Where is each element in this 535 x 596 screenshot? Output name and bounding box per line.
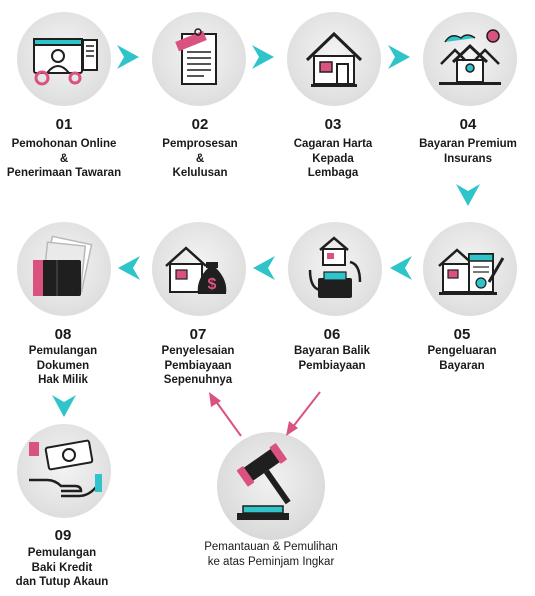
- step-06-circle: [288, 222, 382, 316]
- svg-text:$: $: [208, 276, 217, 293]
- arrow-05-06: [390, 256, 412, 280]
- house-icon: [305, 31, 363, 87]
- step-05-number: 05: [453, 326, 471, 343]
- step-06-number: 06: [323, 326, 341, 343]
- step-07-circle: $: [152, 222, 246, 316]
- step-03-label: Cagaran Harta Kepada Lembaga: [293, 138, 373, 179]
- arrow-center-to-07: [209, 392, 242, 437]
- step-02-number: 02: [191, 116, 209, 133]
- step-05-circle: [423, 222, 517, 316]
- step-09-circle: [17, 424, 111, 518]
- step-03-number: 03: [324, 116, 342, 133]
- step-04-label: Bayaran Premium Insurans: [419, 138, 517, 165]
- step-08-circle: [17, 222, 111, 316]
- insured-house-icon: [439, 29, 501, 85]
- step-08-label: Pemulangan Dokumen Hak Milik: [28, 345, 98, 386]
- arrow-01-02: [117, 45, 139, 69]
- step-03-circle: [287, 12, 381, 106]
- step-01-number: 01: [55, 116, 73, 133]
- step-07-label: Penyelesaian Pembiayaan Sepenuhnya: [161, 345, 235, 386]
- monitoring-recovery-label: Pemantauan & Pemulihan ke atas Peminjam …: [204, 541, 338, 568]
- step-04-circle: [423, 12, 517, 106]
- arrow-03-04: [388, 45, 410, 69]
- step-01-circle: [17, 12, 111, 106]
- house-check-icon: [438, 248, 505, 295]
- arrow-08-09: [52, 395, 76, 417]
- arrow-06-to-center: [286, 391, 321, 436]
- step-07-number: 07: [189, 326, 207, 343]
- step-04-number: 04: [459, 116, 477, 133]
- arrow-06-07: [253, 256, 275, 280]
- step-09-number: 09: [54, 527, 72, 544]
- step-01-label: Pemohonan Online & Penerimaan Tawaran: [6, 138, 122, 179]
- gavel-icon: [236, 443, 291, 520]
- computer-user-icon: [33, 38, 98, 86]
- step-05-label: Pengeluaran Bayaran: [427, 345, 497, 372]
- arrow-04-05: [456, 184, 480, 206]
- title-documents-icon: [33, 235, 93, 296]
- step-02-circle: [152, 12, 246, 106]
- house-money-bag-icon: $: [165, 246, 227, 294]
- step-06-label: Bayaran Balik Pembiayaan: [293, 345, 371, 372]
- arrow-07-08: [118, 256, 140, 280]
- step-08-number: 08: [54, 326, 72, 343]
- house-wallet-icon: [308, 236, 362, 298]
- arrow-02-03: [252, 45, 274, 69]
- step-02-label: Pemprosesan & Kelulusan: [162, 138, 238, 179]
- approved-document-icon: [175, 28, 217, 85]
- monitoring-recovery-circle: [217, 432, 325, 540]
- cash-hand-icon: [29, 439, 102, 498]
- step-09-label: Pemulangan Baki Kredit dan Tutup Akaun: [15, 547, 109, 588]
